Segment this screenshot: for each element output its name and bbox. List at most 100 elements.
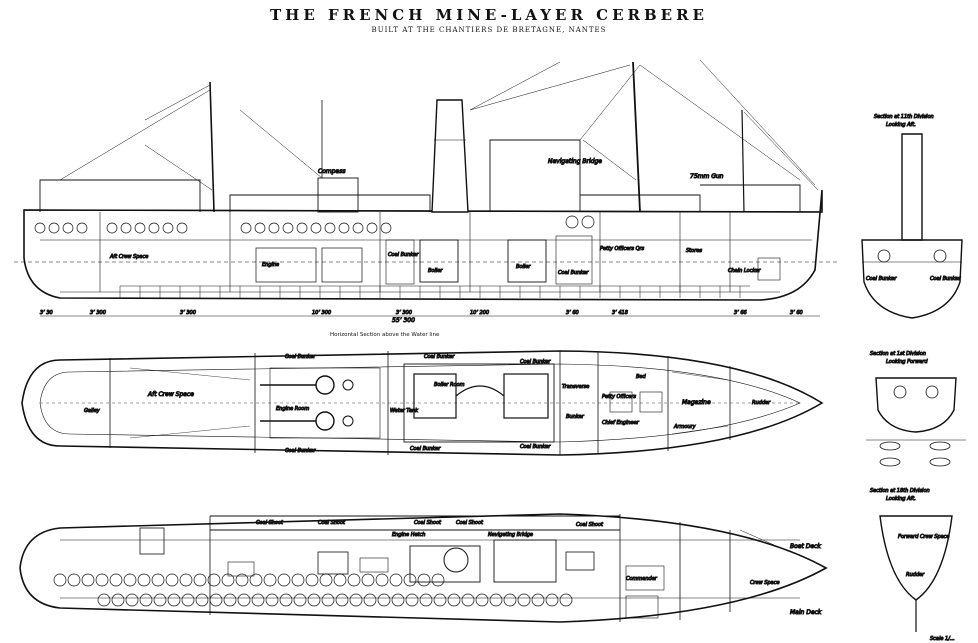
label-coal-bunker-1: Coal Bunker bbox=[388, 252, 419, 258]
scale-mark: 3’ 300 bbox=[396, 310, 412, 316]
section-title: Section at 1st Division bbox=[870, 351, 926, 357]
scale-mark: 10’ 200 bbox=[470, 310, 489, 316]
section-title: Section at 18th Division bbox=[870, 488, 930, 494]
mine-circle bbox=[53, 573, 67, 587]
label-water-tank: Water Tank bbox=[390, 408, 419, 414]
mine-circle bbox=[391, 593, 405, 607]
scale-mark: 3’ 418 bbox=[612, 310, 628, 316]
label-boiler-1: Boiler bbox=[428, 268, 443, 274]
mine-circle bbox=[237, 593, 251, 607]
mine-circle bbox=[447, 593, 461, 607]
mine-circle bbox=[263, 573, 277, 587]
ship-elevation: Compass Navigating Bridge 75mm Gun Aft C… bbox=[14, 59, 838, 325]
label-petty-officers: Petty Officers bbox=[602, 394, 636, 400]
mine-circle bbox=[291, 573, 305, 587]
label-chief-engineer: Chief Engineer bbox=[602, 420, 640, 426]
mine-circle bbox=[335, 593, 349, 607]
label-galley: Galley bbox=[84, 408, 101, 414]
scale-mark: 3’ 60 bbox=[566, 310, 579, 316]
mine-circle bbox=[305, 573, 319, 587]
horizontal-section: Aft Crew Space Engine Room Coal Bunker C… bbox=[21, 350, 824, 456]
section-label: Coal Bunker bbox=[866, 276, 897, 282]
mine-circle bbox=[265, 593, 279, 607]
mine-circle bbox=[363, 593, 377, 607]
drawing-title: THE FRENCH MINE-LAYER CERBERE bbox=[270, 6, 708, 24]
mine-circle bbox=[81, 573, 95, 587]
label-boiler-room: Boiler Room bbox=[434, 382, 465, 388]
mine-circle bbox=[249, 573, 263, 587]
scale-mark: 3’ 30 bbox=[40, 310, 53, 316]
mine-circle bbox=[111, 593, 125, 607]
label-chain-locker: Chain Locker bbox=[728, 268, 761, 274]
label-bed: Bed bbox=[636, 374, 647, 380]
label-magazine: Magazine bbox=[682, 399, 711, 406]
mine-circle bbox=[377, 593, 391, 607]
mine-circle bbox=[109, 573, 123, 587]
mine-circle bbox=[405, 593, 419, 607]
label-transverse: Transverse bbox=[562, 384, 589, 390]
section-sub: Looking Forward bbox=[886, 359, 928, 365]
mine-circle bbox=[195, 593, 209, 607]
mine-circle bbox=[321, 593, 335, 607]
mine-circle bbox=[559, 593, 573, 607]
section-18th: Section at 18th Division Looking Aft. Fo… bbox=[870, 488, 953, 632]
mine-circle bbox=[489, 593, 503, 607]
section-label: Forward Crew Space bbox=[898, 534, 950, 540]
mine-circle bbox=[361, 573, 375, 587]
mine-circle bbox=[475, 593, 489, 607]
mine-circle bbox=[545, 593, 559, 607]
mine-circle bbox=[307, 593, 321, 607]
mine-circle bbox=[165, 573, 179, 587]
mine-circle bbox=[293, 593, 307, 607]
label-engine-room: Engine Room bbox=[276, 406, 309, 412]
overall-length: 55’ 300 bbox=[392, 317, 415, 324]
section-11th: Section at 11th Division Looking Aft. Co… bbox=[861, 114, 963, 319]
mine-circle bbox=[319, 573, 333, 587]
mine-circle bbox=[123, 573, 137, 587]
label-engine-hatch: Engine Hatch bbox=[392, 532, 425, 538]
mine-circle bbox=[531, 593, 545, 607]
label-coal-bunker-b1: Coal Bunker bbox=[285, 448, 316, 454]
scale-marks: 3’ 30 3’ 300 3’ 300 10’ 300 3’ 300 10’ 2… bbox=[40, 310, 804, 325]
mine-circle bbox=[97, 593, 111, 607]
mine-circle bbox=[125, 593, 139, 607]
section-title: Section at 11th Division bbox=[874, 114, 934, 120]
label-main-deck: Main Deck bbox=[790, 609, 822, 616]
label-gun: 75mm Gun bbox=[690, 173, 724, 180]
label-coal-bunker-2: Coal Bunker bbox=[558, 270, 589, 276]
mine-circle bbox=[419, 593, 433, 607]
label-navigating-bridge: Navigating Bridge bbox=[488, 532, 533, 538]
mine-circle bbox=[207, 573, 221, 587]
mine-circle bbox=[235, 573, 249, 587]
mine-circle bbox=[209, 593, 223, 607]
mine-circle bbox=[461, 593, 475, 607]
mine-circle bbox=[167, 593, 181, 607]
label-bunker: Bunker bbox=[566, 414, 585, 420]
scale-mark: 10’ 300 bbox=[312, 310, 331, 316]
mine-circle bbox=[389, 573, 403, 587]
mine-circle bbox=[431, 573, 445, 587]
mine-circle bbox=[349, 593, 363, 607]
label-rudder: Rudder bbox=[752, 400, 771, 406]
label-aft-crew: Aft Crew Space bbox=[147, 391, 194, 398]
label-coal-shoot-5: Coal Shoot bbox=[576, 522, 604, 528]
horizontal-section-caption: Horizontal Section above the Water line bbox=[330, 332, 440, 338]
mine-circle bbox=[151, 573, 165, 587]
label-coal-shoot-1: Coal Shoot bbox=[256, 520, 284, 526]
mine-circle bbox=[417, 573, 431, 587]
scale-mark: 3’ 300 bbox=[180, 310, 196, 316]
scale-mark: 3’ 66 bbox=[734, 310, 747, 316]
mine-circle bbox=[251, 593, 265, 607]
section-1st: Section at 1st Division Looking Forward bbox=[866, 351, 966, 467]
label-nav-bridge: Navigating Bridge bbox=[548, 158, 602, 165]
scale-mark: 3’ 60 bbox=[790, 310, 803, 316]
label-coal-shoot-4: Coal Shoot bbox=[456, 520, 484, 526]
mine-circle bbox=[503, 593, 517, 607]
mine-circle bbox=[181, 593, 195, 607]
mine-circle bbox=[179, 573, 193, 587]
mine-circle bbox=[193, 573, 207, 587]
mine-circle bbox=[139, 593, 153, 607]
mine-circle bbox=[347, 573, 361, 587]
deck-plan: Coal Shoot Coal Shoot Coal Shoot Coal Sh… bbox=[19, 513, 828, 623]
mine-circle bbox=[333, 573, 347, 587]
